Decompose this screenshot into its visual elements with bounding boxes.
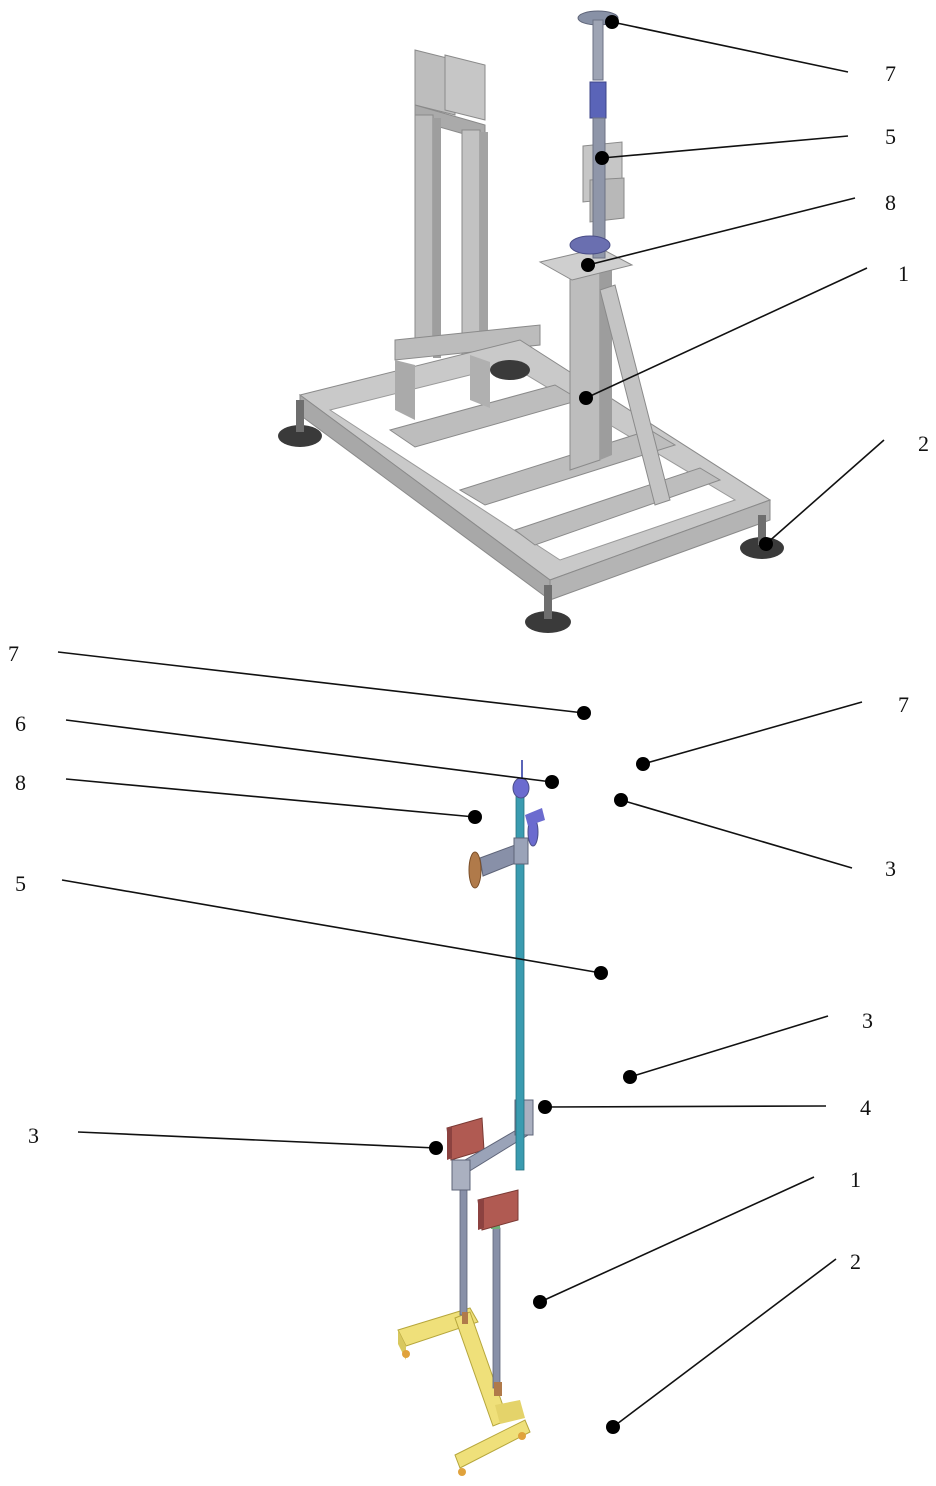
- red-brackets: [446, 1117, 519, 1231]
- leader-dot-11: [636, 757, 650, 771]
- bottom-left-label-7: 7: [8, 641, 19, 666]
- leader-dot-13: [623, 1070, 637, 1084]
- bottom-mechanism-drawing: [397, 760, 545, 1476]
- yellow-base: [397, 1307, 531, 1476]
- leader-dot-1: [605, 15, 619, 29]
- bottom-left-label-6: 6: [15, 711, 26, 736]
- leader-line-11: [642, 701, 863, 765]
- leader-line-1: [611, 21, 849, 73]
- bottom-right-label-1: 1: [850, 1167, 861, 1192]
- leader-line-3: [587, 197, 856, 266]
- upper-mechanism: [569, 10, 625, 259]
- top-label-1: 1: [898, 261, 909, 286]
- leader-line-5: [765, 439, 885, 545]
- leader-dot-4: [579, 391, 593, 405]
- top-label-2: 2: [918, 431, 929, 456]
- leader-dots: [429, 15, 773, 1434]
- leader-line-8: [65, 778, 476, 818]
- bottom-right-label-3a: 3: [885, 856, 896, 881]
- left-upright-frame: [394, 49, 541, 372]
- leader-dot-14: [538, 1100, 552, 1114]
- leader-line-10: [77, 1131, 437, 1149]
- leader-line-9: [61, 879, 602, 974]
- leader-line-12: [620, 799, 853, 869]
- leader-line-16: [612, 1258, 837, 1428]
- top-stand-drawing: [278, 10, 784, 633]
- leader-dot-9: [594, 966, 608, 980]
- leader-lines: [57, 21, 885, 1428]
- leader-line-7: [65, 719, 553, 783]
- bottom-left-label-3: 3: [28, 1123, 39, 1148]
- upper-arm: [468, 808, 545, 889]
- bottom-left-label-5: 5: [15, 871, 26, 896]
- leader-dot-7: [545, 775, 559, 789]
- central-column: [538, 247, 671, 506]
- top-label-7: 7: [885, 61, 896, 86]
- leader-dot-6: [577, 706, 591, 720]
- leader-line-6: [57, 651, 585, 714]
- leader-line-4: [585, 267, 868, 399]
- bottom-right-label-2: 2: [850, 1249, 861, 1274]
- leader-dot-16: [606, 1420, 620, 1434]
- leader-dot-8: [468, 810, 482, 824]
- bottom-left-label-8: 8: [15, 770, 26, 795]
- leader-dot-3: [581, 258, 595, 272]
- top-label-8: 8: [885, 190, 896, 215]
- base-frame: [298, 339, 772, 601]
- leader-dot-15: [533, 1295, 547, 1309]
- leader-dot-2: [595, 151, 609, 165]
- teal-pole: [512, 760, 530, 1171]
- leader-dot-5: [759, 537, 773, 551]
- bottom-right-label-3b: 3: [862, 1008, 873, 1033]
- leader-line-15: [539, 1176, 815, 1303]
- leader-line-14: [544, 1105, 827, 1108]
- bottom-right-label-7: 7: [898, 692, 909, 717]
- leader-dot-12: [614, 793, 628, 807]
- leader-line-13: [629, 1015, 829, 1078]
- leveling-feet: [278, 360, 784, 633]
- bottom-right-label-4: 4: [860, 1095, 871, 1120]
- top-label-5: 5: [885, 124, 896, 149]
- leader-line-2: [601, 135, 849, 159]
- leader-dot-10: [429, 1141, 443, 1155]
